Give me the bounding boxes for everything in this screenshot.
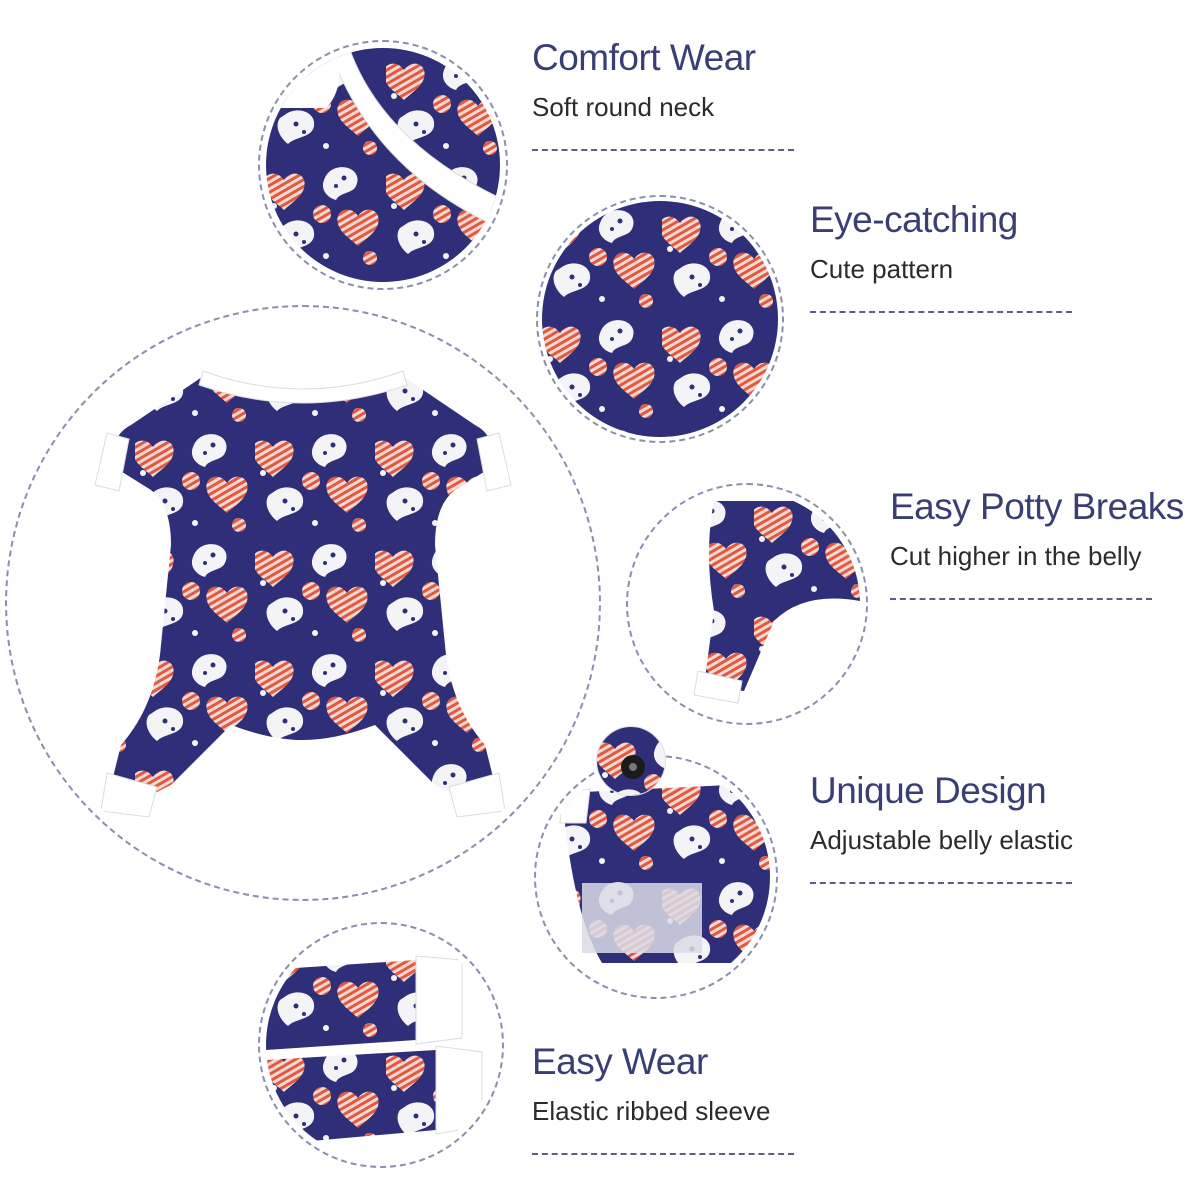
comfort-wear-image: [266, 48, 500, 282]
unique-design-image: [542, 763, 770, 991]
feature-easy-wear: Easy Wear Elastic ribbed sleeve: [532, 1041, 794, 1156]
feature-subtitle: Soft round neck: [532, 91, 715, 122]
feature-subtitle: Cut higher in the belly: [890, 540, 1142, 571]
eye-catching-image: [542, 201, 778, 437]
feature-title: Easy Wear: [532, 1041, 708, 1082]
easy-wear-ring: [258, 922, 504, 1168]
main-product-ring: [5, 305, 601, 901]
divider: [810, 882, 1072, 885]
sleeve-closeup-icon: [266, 930, 496, 1160]
toggle-adjuster-icon: [597, 727, 665, 795]
feature-subtitle: Adjustable belly elastic: [810, 824, 1074, 855]
neck-closeup-icon: [266, 48, 500, 282]
easy-wear-image: [266, 930, 496, 1160]
eye-catching-ring: [536, 195, 784, 443]
main-product-image: [15, 315, 591, 891]
easy-potty-ring: [626, 483, 868, 725]
feature-unique-design: Unique Design Adjustable belly elastic: [810, 770, 1074, 885]
feature-title: Easy Potty Breaks: [890, 486, 1184, 527]
feature-easy-potty-breaks: Easy Potty Breaks Cut higher in the bell…: [890, 486, 1184, 601]
feature-title: Comfort Wear: [532, 37, 756, 78]
easy-potty-image: [634, 491, 860, 717]
belly-elastic-closeup-icon: [542, 763, 770, 991]
divider: [810, 311, 1072, 314]
feature-comfort-wear: Comfort Wear Soft round neck: [532, 37, 794, 152]
feature-title: Unique Design: [810, 770, 1047, 811]
feature-eye-catching: Eye-catching Cute pattern: [810, 199, 1072, 314]
adjuster-button-image: [596, 726, 666, 796]
dog-pajama-icon: [94, 370, 512, 818]
feature-subtitle: Cute pattern: [810, 253, 954, 284]
divider: [890, 598, 1152, 601]
belly-closeup-icon: [634, 491, 860, 717]
feature-subtitle: Elastic ribbed sleeve: [532, 1095, 771, 1126]
comfort-wear-ring: [258, 40, 508, 290]
divider: [532, 149, 794, 152]
feature-title: Eye-catching: [810, 199, 1018, 240]
divider: [532, 1153, 794, 1156]
pattern-closeup-icon: [542, 201, 778, 437]
